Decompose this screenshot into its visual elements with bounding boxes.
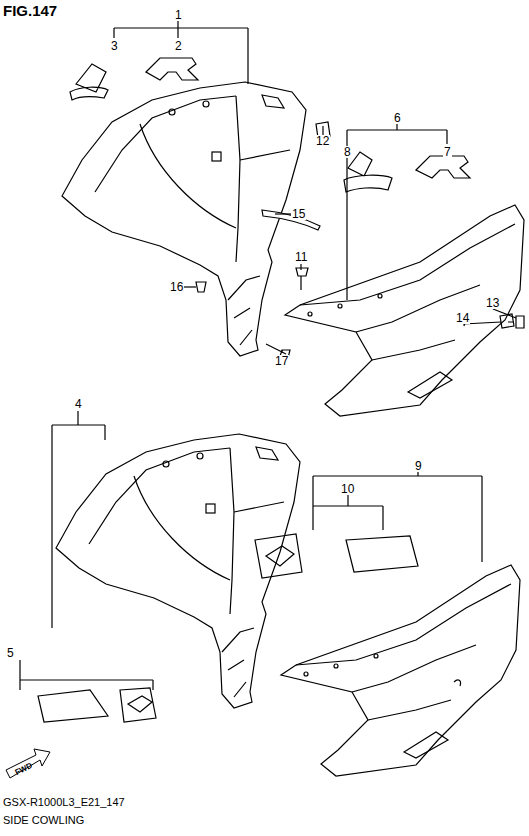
- callout-number: 16: [169, 281, 184, 293]
- callout-number: 2: [174, 40, 183, 52]
- callout-number: 3: [110, 40, 119, 52]
- callout-number: 15: [291, 208, 306, 220]
- callout-number: 1: [174, 9, 183, 21]
- figure-title: FIG.147: [3, 3, 57, 18]
- callout-number: 10: [340, 483, 355, 495]
- callout-number: 7: [443, 146, 452, 158]
- figure-caption: SIDE COWLING: [3, 815, 84, 826]
- callout-number: 12: [315, 135, 330, 147]
- callout-number: 8: [343, 146, 352, 158]
- callout-number: 6: [393, 112, 402, 124]
- callout-number: 4: [74, 398, 83, 410]
- callout-number: 14: [455, 312, 470, 324]
- callout-number: 9: [414, 460, 423, 472]
- callout-number: 17: [274, 355, 289, 367]
- callout-number: 11: [294, 251, 308, 263]
- model-code: GSX-R1000L3_E21_147: [3, 797, 125, 808]
- callout-number: 13: [485, 297, 500, 309]
- callout-number: 5: [6, 647, 15, 659]
